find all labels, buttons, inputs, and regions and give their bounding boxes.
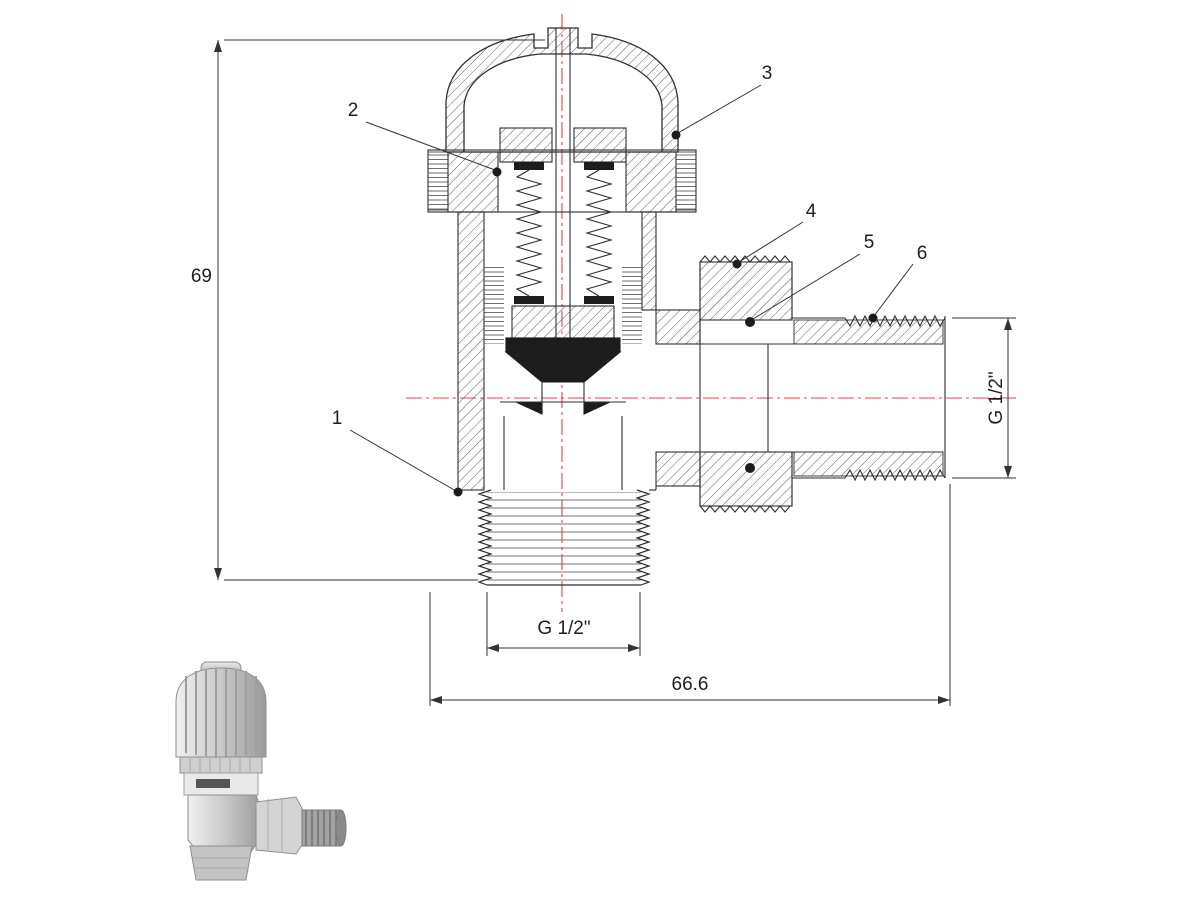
callout-1: 1 <box>332 408 463 497</box>
product-photo <box>175 661 347 881</box>
radiator-tail <box>656 314 946 482</box>
dim-right-thread-label: G 1/2" <box>986 371 1007 424</box>
callout-6: 6 <box>868 243 928 323</box>
callout-6-label: 6 <box>917 243 928 264</box>
photo-valve-body <box>187 794 263 863</box>
branch-wall-bottom <box>655 451 701 487</box>
piston <box>511 305 615 339</box>
branch-wall-top <box>655 309 701 345</box>
dimension-thread-bottom: G 1/2" <box>486 592 641 656</box>
gland-right <box>573 127 627 163</box>
internal-thread-right <box>622 266 642 344</box>
o-ring-bottom <box>745 463 755 473</box>
photo-label-marks <box>196 779 230 788</box>
union-nut <box>699 255 793 513</box>
callout-3-label: 3 <box>762 63 773 84</box>
photo-male-thread <box>301 809 341 847</box>
dimension-width-66-6: 66.6 <box>429 484 951 706</box>
valve-seat <box>504 337 622 415</box>
photo-side-hex <box>255 796 305 855</box>
dimension-height-69: 69 <box>191 39 545 581</box>
callout-5-label: 5 <box>864 232 875 253</box>
callout-1-label: 1 <box>332 408 343 429</box>
internal-thread-left <box>484 266 504 344</box>
dim-height-label: 69 <box>191 266 212 287</box>
valve-section <box>427 27 946 586</box>
photo-bottom-hex <box>189 845 253 881</box>
photo-collar-ticks <box>189 757 251 773</box>
callout-3: 3 <box>671 63 773 140</box>
callout-2-label: 2 <box>348 100 359 121</box>
callout-2: 2 <box>348 100 502 177</box>
dimensions: 69 G 1/2" 66.6 G 1/2" <box>191 39 1016 706</box>
dimension-thread-right: G 1/2" <box>952 317 1016 479</box>
bottom-thread <box>477 489 651 586</box>
callout-4-label: 4 <box>806 201 817 222</box>
spring-mechanism <box>511 28 615 346</box>
body-wall-right <box>641 211 657 311</box>
photo-thermostatic-head <box>175 667 267 758</box>
dim-bottom-thread-label: G 1/2" <box>537 618 590 639</box>
gland-left <box>499 127 553 163</box>
dim-width-label: 66.6 <box>672 674 709 695</box>
photo-head-ribs <box>185 668 257 757</box>
callouts: 1 2 3 4 5 6 <box>332 63 928 497</box>
o-ring-top <box>745 317 755 327</box>
thermostatic-cap <box>445 27 679 153</box>
body-wall-left <box>457 211 485 491</box>
callout-5: 5 <box>752 232 875 320</box>
photo-thread-end <box>335 809 347 847</box>
callout-4: 4 <box>732 201 817 269</box>
